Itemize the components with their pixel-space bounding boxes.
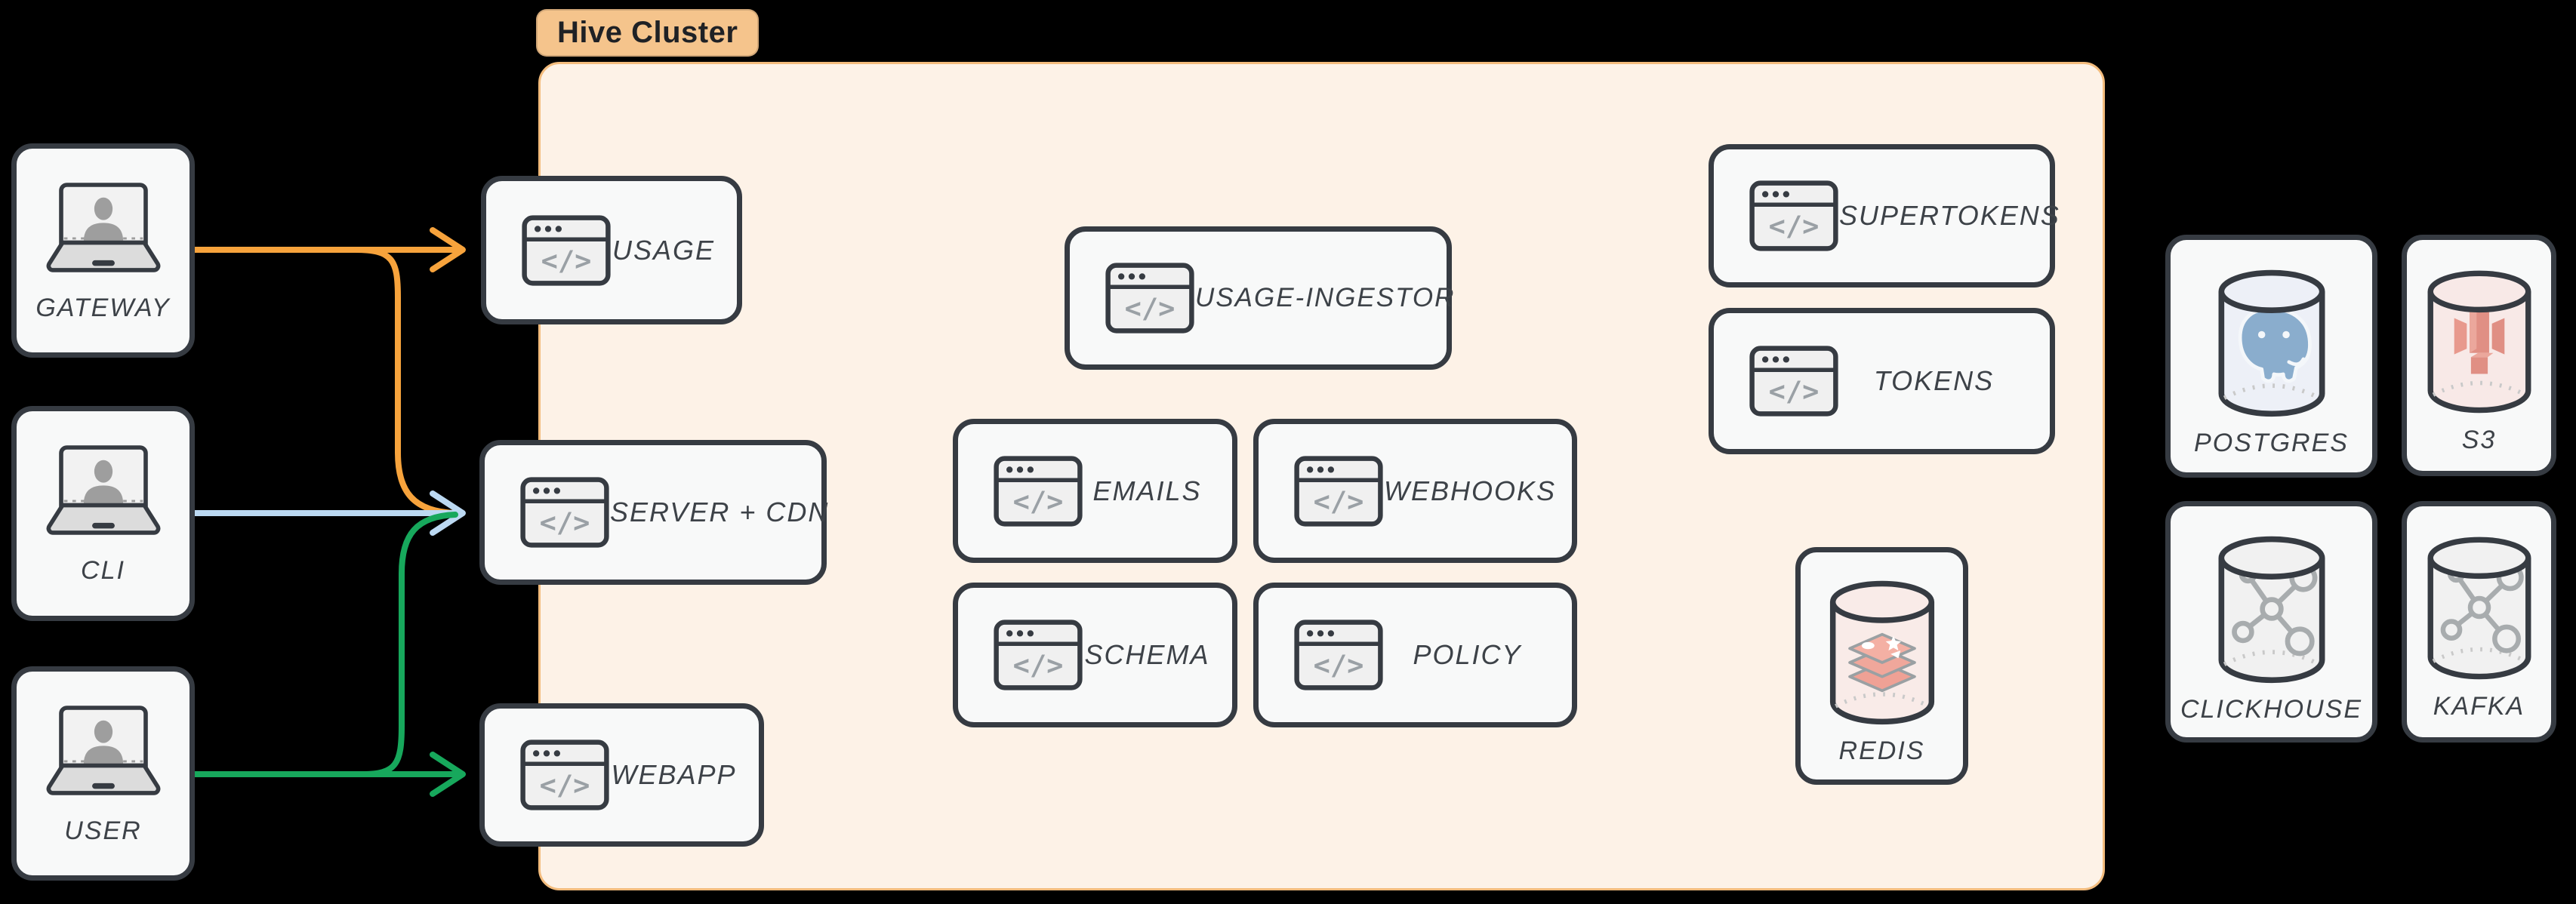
code-glyph: </> xyxy=(1314,484,1364,517)
db-label: POSTGRES xyxy=(2194,429,2349,457)
service-emails: </> EMAILS xyxy=(953,419,1237,563)
service-policy: </> POLICY xyxy=(1253,583,1577,727)
app-window-code-icon: </> xyxy=(1105,263,1194,334)
code-glyph: </> xyxy=(1013,484,1064,517)
code-glyph: </> xyxy=(1769,210,1820,242)
service-webapp: </> WEBAPP xyxy=(479,703,764,847)
app-window-code-icon: </> xyxy=(1294,620,1383,690)
app-window-code-icon: </> xyxy=(522,214,611,286)
code-glyph: </> xyxy=(1314,649,1364,681)
hive-cluster-badge: Hive Cluster xyxy=(536,9,760,57)
code-glyph: </> xyxy=(540,506,590,539)
s3-icon xyxy=(2427,270,2531,414)
service-label: WEBAPP xyxy=(611,759,737,790)
app-window-code-icon: </> xyxy=(520,739,609,810)
service-usage-ingestor: </> USAGE-INGESTOR xyxy=(1065,226,1456,370)
app-window-code-icon: </> xyxy=(994,455,1083,527)
clickhouse-icon xyxy=(2218,536,2325,684)
db-label: KAFKA xyxy=(2433,692,2525,721)
service-tokens: </> TOKENS xyxy=(1709,308,2055,454)
service-supertokens: </> SUPERTOKENS xyxy=(1709,144,2059,287)
service-label: SERVER + CDN xyxy=(610,497,830,527)
service-label: SUPERTOKENS xyxy=(1839,200,2060,231)
edge-gateway-to-server-cdn xyxy=(352,247,458,516)
code-glyph: </> xyxy=(1013,649,1064,681)
laptop-user-icon xyxy=(46,706,160,795)
datastore-kafka: KAFKA xyxy=(2402,501,2556,743)
service-usage: </> USAGE xyxy=(481,176,742,324)
service-label: USAGE-INGESTOR xyxy=(1195,283,1456,312)
db-label: S3 xyxy=(2461,426,2497,454)
db-label: REDIS xyxy=(1838,736,1925,765)
actor-cli: CLI xyxy=(11,406,195,621)
service-label: EMAILS xyxy=(1092,475,1202,506)
actor-user: USER xyxy=(11,666,195,881)
datastore-postgres: POSTGRES xyxy=(2165,235,2377,478)
app-window-code-icon: </> xyxy=(1749,180,1838,251)
service-label: USAGE xyxy=(612,234,716,266)
edge-user-to-webapp xyxy=(192,752,466,797)
service-redis: REDIS xyxy=(1795,547,1968,785)
code-glyph: </> xyxy=(1769,375,1820,407)
datastore-s3: S3 xyxy=(2402,235,2556,476)
service-webhooks: </> WEBHOOKS xyxy=(1253,419,1577,563)
app-window-code-icon: </> xyxy=(1294,455,1383,527)
service-schema: </> SCHEMA xyxy=(953,583,1237,727)
kafka-icon xyxy=(2427,537,2531,680)
actor-gateway: GATEWAY xyxy=(11,143,195,358)
actor-label: USER xyxy=(64,816,142,845)
code-glyph: </> xyxy=(1125,292,1176,324)
laptop-user-icon xyxy=(46,445,160,535)
code-glyph: </> xyxy=(541,244,592,276)
code-glyph: </> xyxy=(540,769,590,801)
app-window-code-icon: </> xyxy=(1749,346,1838,417)
app-window-code-icon: </> xyxy=(520,477,609,548)
app-window-code-icon: </> xyxy=(994,620,1083,690)
actor-label: CLI xyxy=(81,556,125,585)
service-server-cdn: </> SERVER + CDN xyxy=(479,440,827,585)
laptop-user-icon xyxy=(46,183,160,272)
edge-user-to-server-cdn xyxy=(359,512,458,777)
actor-label: GATEWAY xyxy=(35,294,171,322)
postgres-icon xyxy=(2218,269,2325,417)
datastore-clickhouse: CLICKHOUSE xyxy=(2165,501,2377,743)
redis-icon xyxy=(1829,580,1934,725)
edge-cli-to-server-cdn xyxy=(192,490,466,536)
service-label: TOKENS xyxy=(1873,365,1995,396)
service-label: SCHEMA xyxy=(1084,639,1210,670)
edge-gateway-to-usage xyxy=(192,227,466,272)
service-label: POLICY xyxy=(1413,639,1522,670)
service-label: WEBHOOKS xyxy=(1384,475,1557,506)
db-label: CLICKHOUSE xyxy=(2180,695,2363,724)
